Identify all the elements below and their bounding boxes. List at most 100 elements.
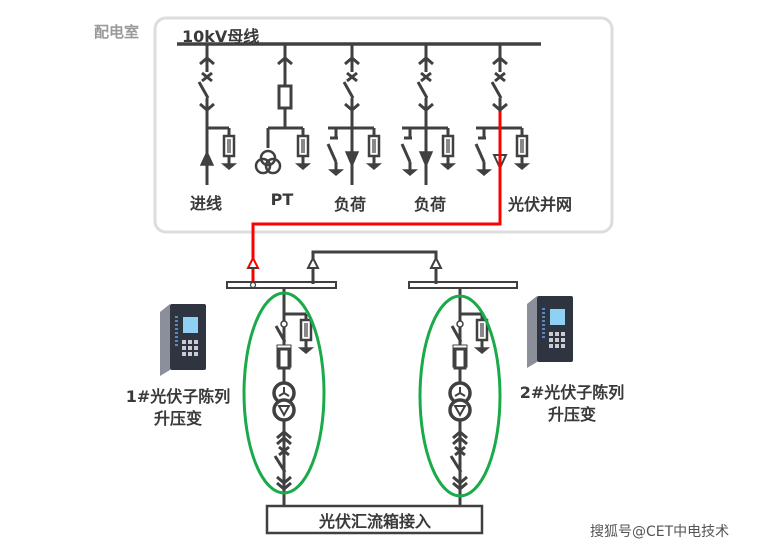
feeder-load — [400, 44, 457, 185]
unit-label-1-line1: 1#光伏子陈列 — [125, 387, 231, 406]
pt-transformer-icon — [264, 157, 282, 175]
withdrawable-contact-icon — [276, 430, 292, 440]
withdrawable-contact-icon — [492, 56, 508, 66]
relay-key — [549, 344, 553, 348]
unit-label-2-line2: 升压变 — [547, 405, 597, 424]
terminal-dot — [456, 320, 464, 328]
relay-key — [188, 352, 192, 356]
relay-key — [549, 332, 553, 336]
withdrawable-contact-icon — [276, 436, 292, 446]
delta-icon — [277, 405, 291, 418]
relay-key — [561, 332, 565, 336]
unit-label-2-line1: 2#光伏子陈列 — [519, 383, 625, 402]
pv-busbar-1 — [226, 281, 337, 289]
relay-key — [561, 338, 565, 342]
earth-switch-blade — [326, 143, 338, 163]
arrester-element — [372, 139, 376, 153]
relay-key — [555, 338, 559, 342]
ground-icon — [294, 163, 312, 170]
feeder-label-incoming: 进线 — [189, 194, 223, 213]
relay-screen — [183, 317, 198, 333]
withdrawable-contact-icon — [199, 56, 215, 66]
switch-blade — [197, 81, 210, 99]
breaker-x-icon — [420, 71, 432, 83]
feeder-pt — [254, 44, 312, 175]
breaker-x-icon — [278, 445, 290, 457]
earth-switch-blade — [400, 143, 412, 163]
relay-key — [561, 344, 565, 348]
relay-led — [175, 320, 178, 322]
incoming-arrow-icon — [199, 150, 215, 166]
ground-icon — [513, 163, 531, 170]
arrester-element — [480, 323, 484, 337]
breaker-x-icon — [494, 71, 506, 83]
wye-icon — [454, 387, 466, 397]
relay-led — [542, 320, 545, 322]
ground-icon — [327, 169, 345, 176]
relay-key — [188, 340, 192, 344]
relay-led — [175, 328, 178, 330]
combiner-box — [265, 504, 484, 535]
withdrawable-contact-icon — [452, 436, 468, 446]
relay-led — [175, 344, 178, 346]
relay-led — [175, 316, 178, 318]
withdrawable-contact-icon — [452, 475, 468, 485]
switch-blade — [273, 455, 287, 473]
switch-blade — [416, 81, 429, 99]
fuse-icon — [277, 347, 291, 370]
relay-key — [194, 340, 198, 344]
relay-led — [542, 316, 545, 318]
arrester-element — [301, 139, 305, 153]
arrester-element — [446, 139, 450, 153]
feeder-load — [326, 44, 383, 185]
unit-label-2: 2#光伏子陈列 升压变 — [520, 382, 625, 426]
wye-icon — [278, 387, 290, 397]
feeder-label-load-2: 负荷 — [413, 195, 447, 214]
relay-led — [542, 332, 545, 334]
relay-led — [542, 328, 545, 330]
switch-blade — [274, 325, 287, 343]
ring-connection-line — [311, 250, 438, 284]
room-label: 配电室 — [94, 23, 140, 41]
breaker-x-icon — [346, 71, 358, 83]
relay-led — [175, 336, 178, 338]
fuse-icon — [453, 347, 467, 370]
highlight-ellipse-2 — [418, 294, 502, 498]
relay-led — [175, 332, 178, 334]
feeder-pv — [474, 44, 531, 176]
unit-label-1-line2: 升压变 — [153, 409, 203, 428]
ground-icon — [297, 347, 315, 354]
busbar-label: 10kV母线 — [182, 27, 260, 46]
relay-device-1 — [160, 304, 206, 376]
substation-frame — [153, 16, 614, 234]
relay-led — [542, 308, 545, 310]
relay-led — [542, 336, 545, 338]
pv-unit-2 — [448, 288, 491, 506]
relay-key — [549, 338, 553, 342]
feeder-incoming — [197, 44, 238, 185]
switch-blade — [490, 81, 503, 99]
relay-side — [160, 304, 170, 376]
withdrawable-contact-icon — [344, 56, 360, 66]
relay-led — [542, 324, 545, 326]
breaker-x-icon — [454, 445, 466, 457]
relay-led — [175, 340, 178, 342]
ground-icon — [220, 163, 238, 170]
withdrawable-contact-icon — [418, 56, 434, 66]
pv-unit-1 — [272, 288, 315, 506]
delta-icon — [453, 405, 467, 418]
arrester-element — [227, 139, 231, 153]
arrester-element — [520, 139, 524, 153]
pv-busbar-2 — [408, 281, 518, 289]
earth-switch-blade — [474, 143, 486, 163]
pv-arrow-up-icon — [246, 255, 260, 269]
ring-arrow-up-icon — [306, 255, 320, 269]
pv-grid-connection-line — [251, 112, 502, 284]
withdrawable-contact-icon — [492, 102, 508, 112]
withdrawable-contact-icon — [277, 56, 293, 66]
switch-blade — [449, 455, 463, 473]
watermark: 搜狐号@CET中电技术 — [590, 524, 730, 540]
withdrawable-contact-icon — [276, 481, 292, 491]
switch-blade — [342, 81, 355, 99]
relay-key — [182, 346, 186, 350]
